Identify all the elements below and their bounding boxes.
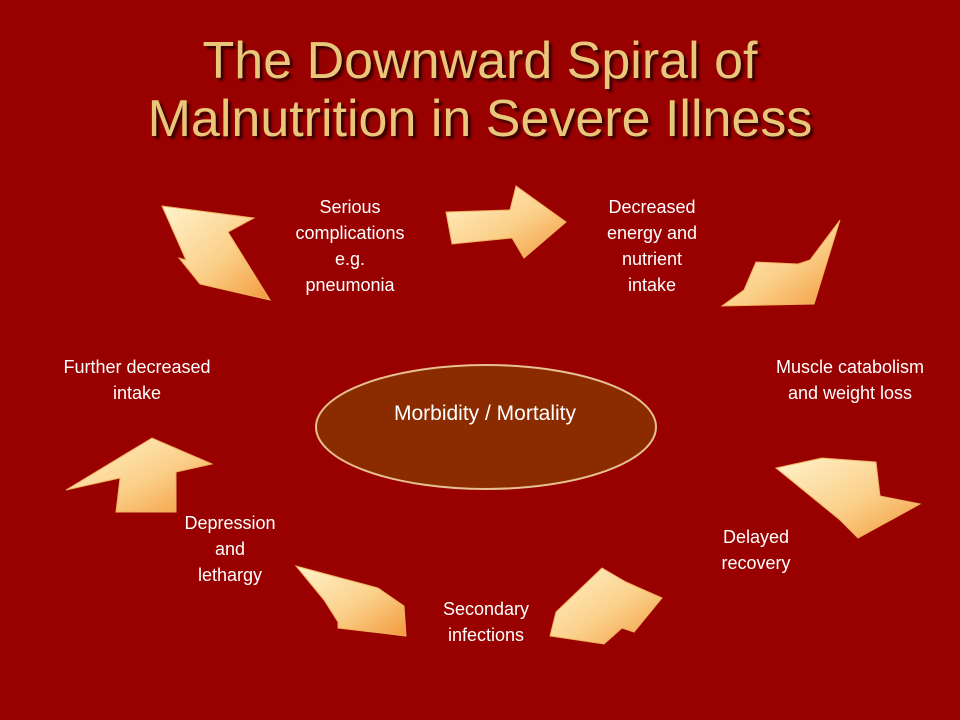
title-line-1: The Downward Spiral of bbox=[202, 32, 758, 90]
arrow-right bbox=[445, 185, 567, 259]
node-depression-lethargy: Depression and lethargy bbox=[156, 510, 304, 588]
node-line: recovery bbox=[721, 553, 791, 573]
node-further-decreased-intake: Further decreased intake bbox=[34, 354, 240, 406]
node-line: intake bbox=[627, 275, 677, 295]
slide-title: The Downward Spiral of Malnutrition in S… bbox=[40, 32, 920, 148]
node-delayed-recovery: Delayed recovery bbox=[682, 524, 830, 576]
node-line: nutrient bbox=[621, 249, 683, 269]
center-label: Morbidity / Mortality bbox=[393, 402, 577, 425]
node-line: Further decreased bbox=[63, 357, 211, 377]
node-line: Decreased bbox=[608, 197, 696, 217]
node-line: lethargy bbox=[197, 565, 263, 585]
node-line: Muscle catabolism bbox=[775, 357, 925, 377]
node-line: Secondary bbox=[442, 599, 530, 619]
node-line: Delayed bbox=[722, 527, 790, 547]
center-ellipse bbox=[315, 364, 657, 490]
arrow-up-left-bottom bbox=[294, 565, 407, 637]
arrow-up-left-left bbox=[65, 437, 214, 513]
node-line: e.g. bbox=[334, 249, 366, 269]
node-decreased-energy: Decreased energy and nutrient intake bbox=[572, 194, 732, 298]
title-line-2: Malnutrition in Severe Illness bbox=[147, 90, 813, 148]
node-line: intake bbox=[112, 383, 162, 403]
node-line: and weight loss bbox=[787, 383, 913, 403]
node-serious-complications: Serious complications e.g. pneumonia bbox=[270, 194, 430, 298]
node-muscle-catabolism: Muscle catabolism and weight loss bbox=[750, 354, 950, 406]
node-line: pneumonia bbox=[305, 275, 395, 295]
arrow-down-right bbox=[774, 457, 922, 539]
node-line: infections bbox=[447, 625, 525, 645]
arrow-down-left-top bbox=[720, 219, 841, 307]
node-line: complications bbox=[295, 223, 405, 243]
node-line: Depression bbox=[184, 513, 276, 533]
node-line: Serious bbox=[319, 197, 381, 217]
arrow-down-left-bottom bbox=[549, 567, 663, 645]
arrow-up-left bbox=[161, 205, 272, 301]
node-line: energy and bbox=[606, 223, 698, 243]
node-line: and bbox=[214, 539, 246, 559]
node-secondary-infections: Secondary infections bbox=[410, 596, 562, 648]
